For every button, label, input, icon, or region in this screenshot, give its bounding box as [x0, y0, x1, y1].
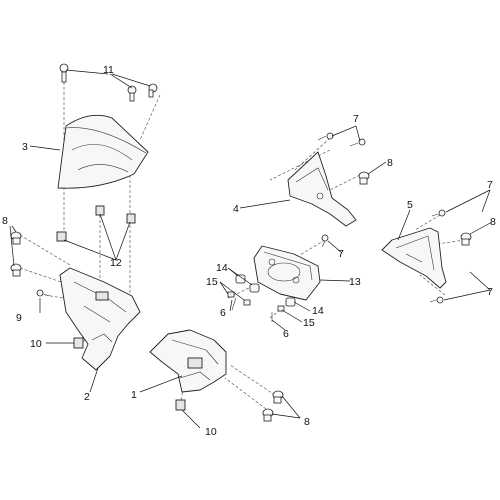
callout-14-left: 14	[216, 262, 228, 274]
leader-lines	[9, 69, 493, 429]
callout-3: 3	[22, 141, 28, 153]
callout-10-bottom: 10	[205, 426, 217, 438]
callout-1: 1	[131, 389, 137, 401]
callout-14-right: 14	[312, 305, 324, 317]
callout-15-left: 15	[206, 276, 218, 288]
callout-6-right: 6	[283, 328, 289, 340]
callout-8-top: 8	[387, 157, 393, 169]
callout-7-right-bottom: 7	[487, 286, 493, 298]
windscreen-part-3	[57, 114, 149, 189]
callout-6-left: 6	[220, 307, 226, 319]
callout-7-middle: 7	[338, 248, 344, 260]
screw-11-a	[59, 63, 69, 83]
callout-8-right: 8	[490, 216, 496, 228]
screw-11-c	[148, 83, 158, 98]
callout-5: 5	[407, 199, 413, 211]
callout-10-left: 10	[30, 338, 42, 350]
callout-labels: 11 3 12 7 8 4 5 7 8 7 7 8 13 14 15 6 14 …	[2, 64, 496, 438]
bracket-part-4	[287, 151, 357, 227]
callout-15-right: 15	[303, 317, 315, 329]
callout-12: 12	[110, 257, 122, 269]
callout-8-bottom: 8	[304, 416, 310, 428]
callout-9: 9	[16, 312, 22, 324]
callout-7-top: 7	[353, 113, 359, 125]
instrument-cluster-part-13	[253, 245, 321, 301]
cover-part-5	[381, 227, 447, 289]
callout-13: 13	[349, 276, 361, 288]
bracket-part-2	[59, 267, 141, 371]
fasteners	[10, 63, 472, 422]
callout-11: 11	[103, 64, 114, 76]
callout-7-right-top: 7	[487, 179, 493, 191]
callout-8-left: 8	[2, 215, 8, 227]
bracket-part-1	[149, 329, 227, 393]
screw-11-b	[127, 85, 137, 102]
callout-4: 4	[233, 203, 239, 215]
callout-2: 2	[84, 391, 90, 403]
